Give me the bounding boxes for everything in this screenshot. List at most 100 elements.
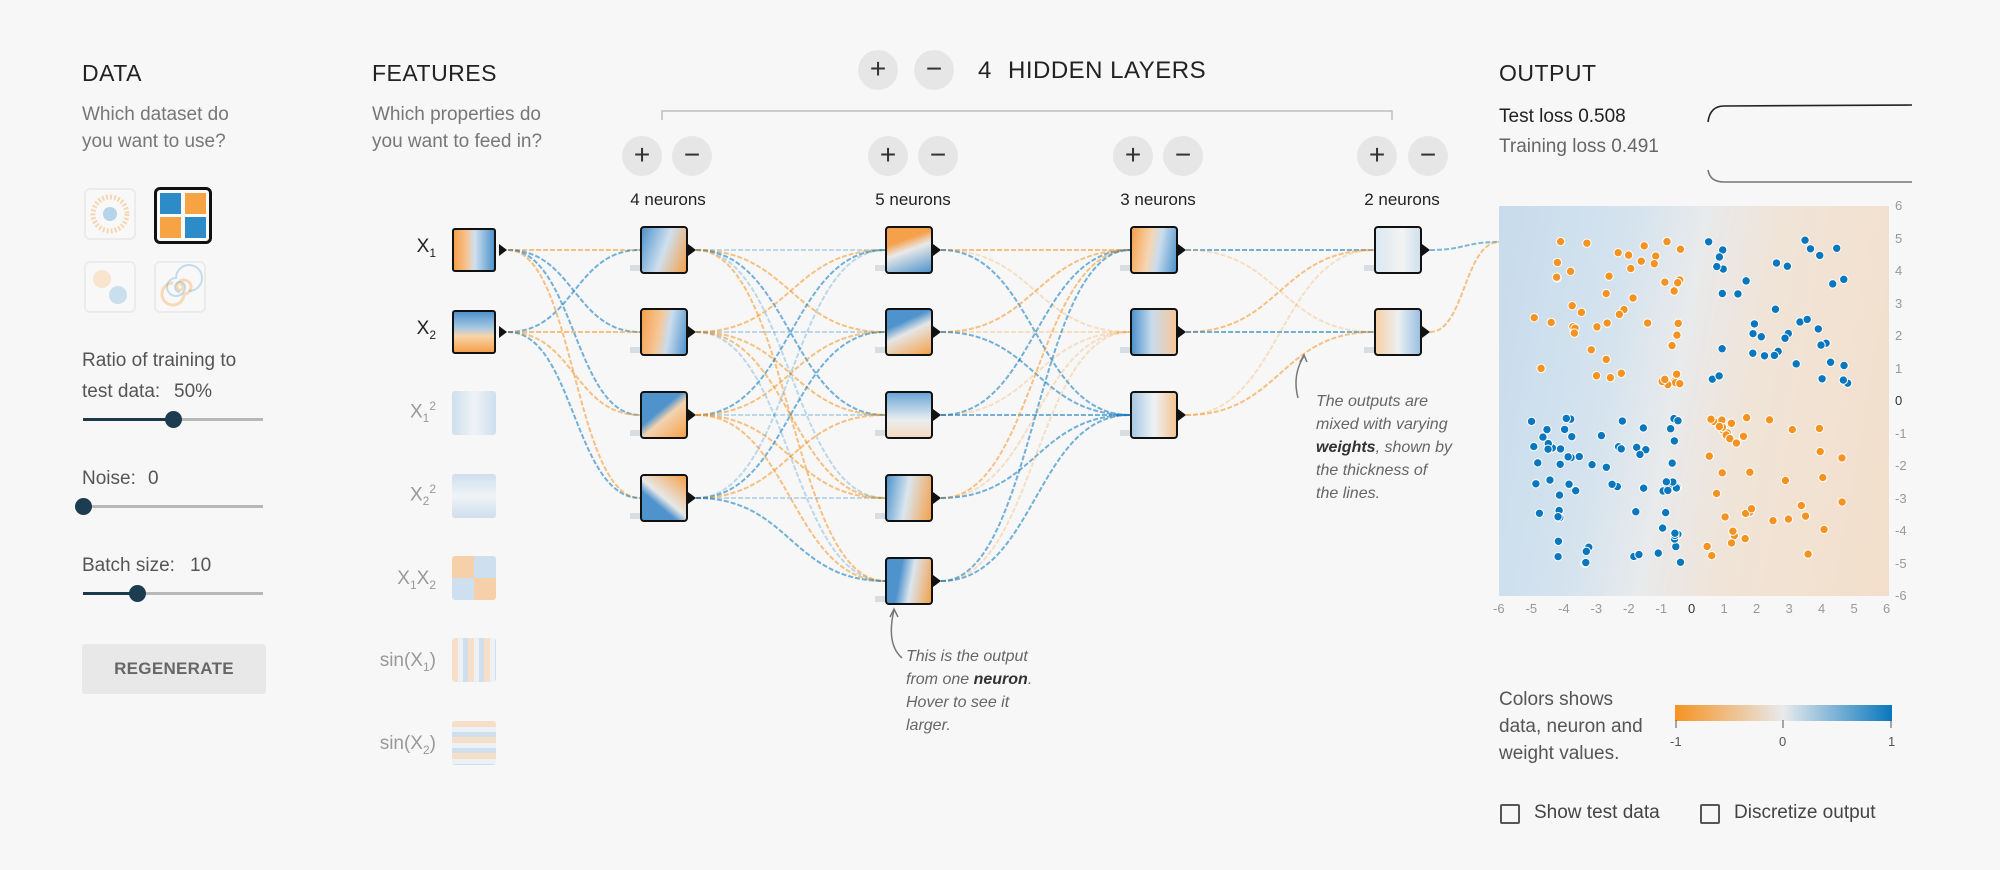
data-point: [1725, 433, 1735, 444]
neuron-l3-n3[interactable]: [1130, 391, 1178, 439]
show-test-data-checkbox[interactable]: [1500, 804, 1520, 824]
data-point: [1714, 371, 1724, 381]
neuron-output-arrow: [933, 326, 941, 338]
batch-value: 10: [190, 555, 212, 576]
data-point: [1783, 514, 1794, 524]
data-point: [1759, 351, 1770, 361]
neuron-l3-n2[interactable]: [1130, 308, 1178, 356]
noise-slider-thumb[interactable]: [75, 498, 92, 515]
data-point: [1607, 479, 1617, 489]
dataset-circle[interactable]: [84, 188, 136, 240]
neuron-l1-n3[interactable]: [640, 391, 688, 439]
weight-link: [1429, 241, 1500, 251]
data-point: [1605, 372, 1616, 383]
weight-link: [507, 331, 641, 416]
data-point: [1828, 279, 1838, 289]
layer1-add-neuron-button[interactable]: +: [622, 136, 662, 176]
data-point: [1613, 247, 1623, 258]
neuron-l2-n2[interactable]: [885, 308, 933, 356]
weight-link: [695, 249, 886, 333]
circle-dataset-icon: [90, 194, 130, 234]
data-point: [1728, 526, 1738, 536]
discretize-output-checkbox[interactable]: [1700, 804, 1720, 824]
data-point: [1592, 322, 1602, 332]
neuron-l4-n2[interactable]: [1374, 308, 1422, 356]
data-point: [1726, 538, 1737, 548]
layer3-add-neuron-button[interactable]: +: [1113, 136, 1153, 176]
remove-layer-button[interactable]: −: [914, 50, 954, 90]
batch-slider-track[interactable]: [83, 592, 263, 595]
data-point: [1623, 250, 1634, 260]
data-point: [1552, 257, 1563, 268]
neuron-l2-n4[interactable]: [885, 474, 933, 522]
neuron-l1-n4[interactable]: [640, 474, 688, 522]
dataset-gaussian[interactable]: [84, 261, 136, 313]
noise-slider-track[interactable]: [83, 505, 263, 508]
data-point: [1574, 451, 1585, 462]
data-point: [1819, 524, 1829, 535]
regenerate-button[interactable]: REGENERATE: [82, 644, 266, 694]
layer3-neuron-count: 3 neurons: [1120, 190, 1196, 209]
data-point: [1601, 288, 1611, 299]
data-point: [1545, 475, 1555, 485]
neuron-l1-n2[interactable]: [640, 308, 688, 356]
discretize-output-label[interactable]: Discretize output: [1734, 802, 1876, 823]
data-point: [1791, 359, 1801, 369]
dataset-spiral[interactable]: [154, 261, 206, 313]
data-point: [1661, 477, 1672, 487]
feature-x2-box[interactable]: [452, 310, 496, 354]
feature-x1x2-box[interactable]: [452, 556, 496, 600]
data-point: [1741, 276, 1751, 286]
data-point: [1581, 546, 1592, 557]
data-point: [1802, 314, 1812, 325]
output-heading: OUTPUT: [1499, 60, 1597, 86]
layer3-remove-neuron-button[interactable]: −: [1163, 136, 1203, 176]
data-point: [1769, 350, 1780, 361]
weight-link: [695, 331, 886, 499]
data-point: [1707, 550, 1717, 561]
neuron-l1-n1[interactable]: [640, 226, 688, 274]
feature-sin-x2-box[interactable]: [452, 721, 496, 765]
data-point: [1741, 412, 1752, 423]
layer2-add-neuron-button[interactable]: +: [868, 136, 908, 176]
feature-sin-x1-box[interactable]: [452, 638, 496, 682]
data-point: [1818, 472, 1828, 483]
feature-x1-box[interactable]: [452, 228, 496, 272]
neuron-bias-marker: [1364, 347, 1374, 353]
features-question: Which properties do you want to feed in?: [372, 104, 543, 152]
neuron-l2-n1[interactable]: [885, 226, 933, 274]
feature-x2-squared-box[interactable]: [452, 474, 496, 518]
neuron-l4-n1[interactable]: [1374, 226, 1422, 274]
data-point: [1671, 369, 1682, 379]
output-heatmap[interactable]: [1499, 206, 1889, 596]
show-test-data-label[interactable]: Show test data: [1534, 802, 1660, 823]
data-point: [1567, 431, 1577, 442]
layer1-remove-neuron-button[interactable]: −: [672, 136, 712, 176]
ratio-slider-thumb[interactable]: [165, 411, 182, 428]
feature-x1-squared-box[interactable]: [452, 391, 496, 435]
neuron-bias-marker: [875, 265, 885, 271]
data-point: [1675, 378, 1685, 389]
data-point: [1538, 432, 1548, 442]
hidden-layers-title: HIDDEN LAYERS: [1008, 57, 1207, 84]
weight-link: [507, 331, 641, 499]
gaussian-dataset-icon: [93, 270, 127, 304]
batch-slider-thumb[interactable]: [129, 585, 146, 602]
data-point: [1626, 263, 1636, 274]
data-point: [1616, 368, 1627, 378]
neuron-output-arrow: [1178, 409, 1186, 421]
output-scatter-points: [1526, 235, 1853, 568]
neuron-l3-n1[interactable]: [1130, 226, 1178, 274]
y-tick-label: -5: [1895, 555, 1907, 571]
layer2-remove-neuron-button[interactable]: −: [918, 136, 958, 176]
data-point: [1569, 328, 1580, 338]
dataset-xor[interactable]: [154, 187, 212, 244]
data-point: [1663, 485, 1673, 496]
feature-x1-output-arrow: [499, 244, 507, 256]
layer4-add-neuron-button[interactable]: +: [1357, 136, 1397, 176]
data-point: [1816, 340, 1826, 350]
layer4-remove-neuron-button[interactable]: −: [1408, 136, 1448, 176]
add-layer-button[interactable]: +: [858, 50, 898, 90]
neuron-l2-n5[interactable]: [885, 557, 933, 605]
neuron-l2-n3[interactable]: [885, 391, 933, 439]
